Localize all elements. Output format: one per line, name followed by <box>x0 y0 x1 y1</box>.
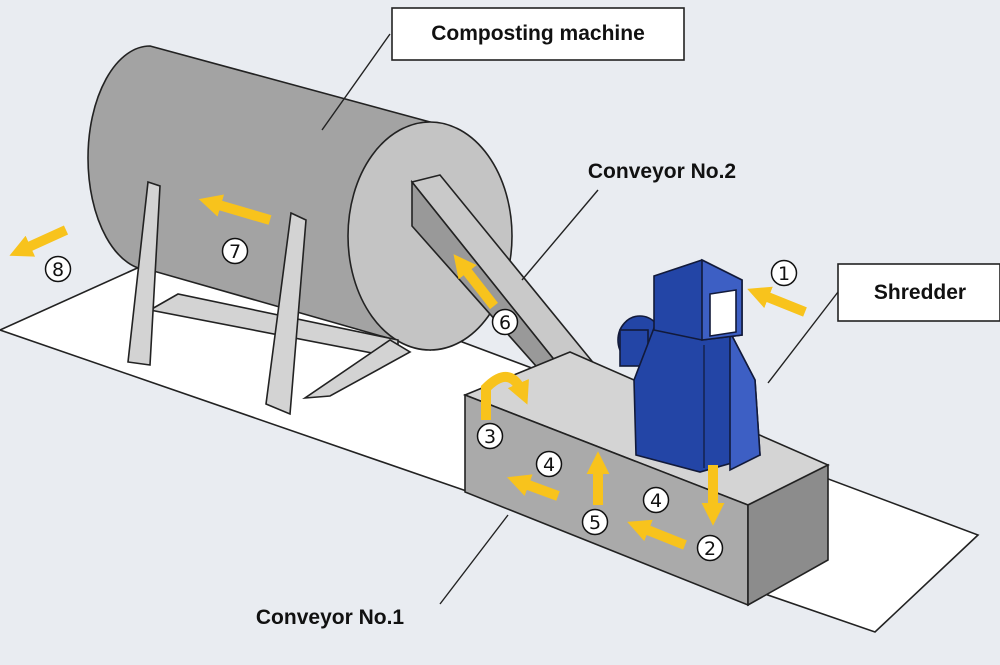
step-badge-4b: 4 <box>642 486 670 514</box>
leader-lines <box>321 33 839 605</box>
step-badge-2: 2 <box>696 534 724 562</box>
svg-text:6: 6 <box>499 312 511 334</box>
flow-arrows <box>9 194 807 550</box>
label-conveyor-no2: Conveyor No.2 <box>588 160 736 183</box>
arrow-step-4a <box>507 474 560 501</box>
svg-text:3: 3 <box>484 426 496 448</box>
arrow-step-4b <box>627 519 687 550</box>
step-badge-3: 3 <box>476 422 504 450</box>
arrow-step-1 <box>747 286 807 317</box>
step-badge-1: 1 <box>770 259 798 287</box>
step-badges: 1 2 3 4 4 5 6 7 <box>44 237 798 562</box>
svg-text:1: 1 <box>778 263 790 285</box>
svg-text:7: 7 <box>229 241 241 263</box>
svg-text:8: 8 <box>52 259 64 281</box>
step-badge-4a: 4 <box>535 450 563 478</box>
shredder-unit <box>617 258 761 473</box>
svg-text:4: 4 <box>650 490 662 512</box>
arrow-step-8 <box>9 225 69 257</box>
svg-text:2: 2 <box>704 538 716 560</box>
label-shredder-text: Shredder <box>874 281 966 304</box>
svg-text:5: 5 <box>589 512 601 534</box>
label-composting-machine: Composting machine <box>391 7 685 61</box>
label-conveyor-no1: Conveyor No.1 <box>256 606 405 629</box>
step-badge-5: 5 <box>581 508 609 536</box>
label-composting-machine-text: Composting machine <box>431 22 645 45</box>
arrow-step-3 <box>481 372 529 420</box>
step-badge-7: 7 <box>221 237 249 265</box>
step-badge-8: 8 <box>44 255 72 283</box>
svg-text:4: 4 <box>543 454 555 476</box>
label-shredder: Shredder <box>837 263 1000 322</box>
arrow-step-7 <box>198 194 272 225</box>
arrow-step-6 <box>453 254 498 310</box>
machine-stand <box>127 180 412 416</box>
step-badge-6: 6 <box>491 308 519 336</box>
